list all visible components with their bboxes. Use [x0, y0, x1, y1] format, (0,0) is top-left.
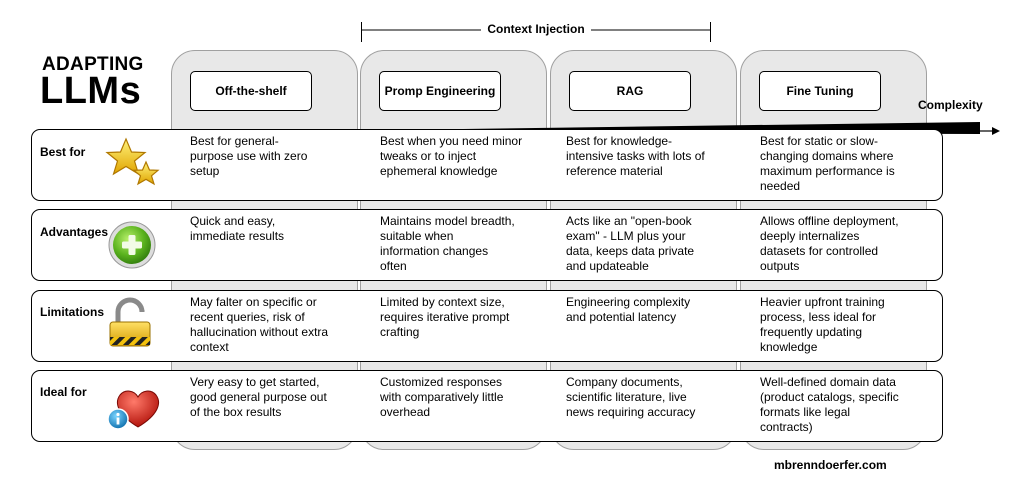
title-line-1: ADAPTING — [42, 54, 144, 75]
stars-icon — [105, 137, 160, 186]
row-best-for — [31, 129, 943, 201]
cell-limitations-off-the-shelf: May falter on specific or recent queries… — [190, 295, 329, 354]
cell-limitations-rag: Engineering complexity and potential lat… — [566, 295, 691, 324]
credit-text: mbrenndoerfer.com — [774, 458, 887, 472]
cell-limitations-prompt-engineering: Limited by context size, requires iterat… — [380, 295, 510, 339]
row-label-best-for: Best for — [40, 145, 86, 159]
cell-advantages-prompt-engineering: Maintains model breadth, suitable when i… — [380, 214, 515, 273]
row-ideal-for — [31, 370, 943, 442]
cell-best-for-prompt-engineering: Best when you need minor tweaks or to in… — [380, 134, 523, 178]
plus-icon — [108, 221, 156, 269]
row-limitations — [31, 290, 943, 362]
cell-advantages-rag: Acts like an "open-book exam" - LLM plus… — [566, 214, 695, 273]
column-header-rag: RAG — [569, 71, 691, 111]
column-header-fine-tuning: Fine Tuning — [759, 71, 881, 111]
cell-advantages-off-the-shelf: Quick and easy, immediate results — [190, 214, 285, 243]
row-advantages — [31, 209, 943, 281]
cell-advantages-fine-tuning: Allows offline deployment, deeply intern… — [760, 214, 899, 273]
padlock-icon — [109, 297, 151, 347]
cell-ideal-for-fine-tuning: Well-defined domain data (product catalo… — [760, 375, 899, 434]
context-injection-label: Context Injection — [361, 22, 711, 37]
complexity-label: Complexity — [918, 98, 983, 112]
cell-best-for-fine-tuning: Best for static or slow-changing domains… — [760, 134, 895, 193]
cell-ideal-for-prompt-engineering: Customized responses with comparatively … — [380, 375, 504, 419]
row-label-ideal-for: Ideal for — [40, 385, 87, 399]
cell-best-for-rag: Best for knowledge-intensive tasks with … — [566, 134, 705, 178]
column-header-prompt-engineering: Promp Engineering — [379, 71, 501, 111]
cell-ideal-for-off-the-shelf: Very easy to get started, good general p… — [190, 375, 327, 419]
cell-limitations-fine-tuning: Heavier upfront training process, less i… — [760, 295, 885, 354]
row-label-advantages: Advantages — [40, 225, 109, 239]
row-label-limitations: Limitations — [40, 305, 105, 319]
cell-ideal-for-rag: Company documents, scientific literature… — [566, 375, 696, 419]
column-header-off-the-shelf: Off-the-shelf — [190, 71, 312, 111]
heart-info-icon — [107, 390, 160, 430]
cell-best-for-off-the-shelf: Best for general-purpose use with zero s… — [190, 134, 308, 178]
title-line-2: LLMs — [40, 70, 142, 112]
